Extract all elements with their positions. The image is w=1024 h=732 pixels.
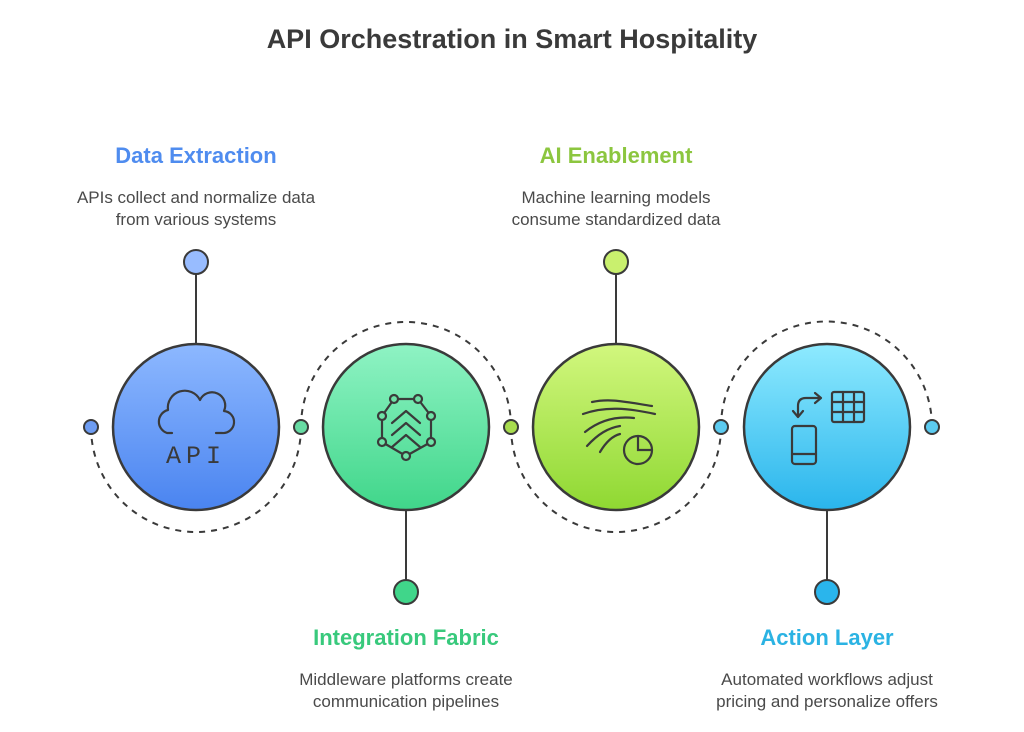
dot-right-end bbox=[924, 419, 940, 435]
step-description: APIs collect and normalize data from var… bbox=[36, 187, 356, 231]
arc-bottom-3 bbox=[510, 426, 722, 533]
stem-dot-integration-fabric bbox=[393, 579, 419, 605]
dot-junction-2 bbox=[503, 419, 519, 435]
circle-action-layer bbox=[742, 342, 912, 512]
step-heading: Data Extraction bbox=[115, 143, 277, 168]
arc-top-2 bbox=[300, 321, 512, 428]
description-line: pricing and personalize offers bbox=[716, 692, 938, 711]
connector-arcs bbox=[90, 320, 933, 533]
stem-dot-action-layer bbox=[814, 579, 840, 605]
step-description: Middleware platforms create communicatio… bbox=[246, 669, 566, 713]
data-stream-chart-icon bbox=[581, 399, 657, 466]
dot-junction-3 bbox=[713, 419, 729, 435]
step-heading: Integration Fabric bbox=[313, 625, 499, 650]
step-description: Automated workflows adjust pricing and p… bbox=[667, 669, 987, 713]
step-heading: AI Enablement bbox=[539, 143, 693, 168]
cloud-api-icon: API bbox=[157, 389, 236, 471]
circle-integration-fabric bbox=[321, 342, 491, 512]
network-chevrons-icon bbox=[376, 393, 437, 462]
description-line: Middleware platforms create bbox=[299, 670, 513, 689]
step-action-layer: Action Layer Automated workflows adjust … bbox=[667, 625, 987, 713]
step-integration-fabric: Integration Fabric Middleware platforms … bbox=[246, 625, 566, 713]
description-line: from various systems bbox=[115, 210, 277, 229]
description-line: Machine learning models bbox=[521, 188, 711, 207]
step-description: Machine learning models consume standard… bbox=[456, 187, 776, 231]
stem-dot-ai-enablement bbox=[603, 249, 629, 275]
circle-data-extraction bbox=[111, 342, 281, 512]
mobile-sync-table-icon bbox=[790, 390, 866, 466]
page-title: API Orchestration in Smart Hospitality bbox=[266, 24, 758, 54]
stem-dot-data-extraction bbox=[183, 249, 209, 275]
arc-top-4 bbox=[720, 320, 933, 428]
description-line: consume standardized data bbox=[511, 210, 721, 229]
svg-text:API: API bbox=[166, 442, 226, 471]
step-data-extraction: Data Extraction APIs collect and normali… bbox=[36, 143, 356, 231]
step-ai-enablement: AI Enablement Machine learning models co… bbox=[456, 143, 776, 231]
step-heading: Action Layer bbox=[760, 625, 894, 650]
description-line: Automated workflows adjust bbox=[721, 670, 933, 689]
description-line: APIs collect and normalize data bbox=[76, 188, 316, 207]
description-line: communication pipelines bbox=[312, 692, 500, 711]
dot-junction-1 bbox=[293, 419, 309, 435]
arc-bottom-1 bbox=[90, 426, 302, 533]
dot-left-end bbox=[83, 419, 99, 435]
